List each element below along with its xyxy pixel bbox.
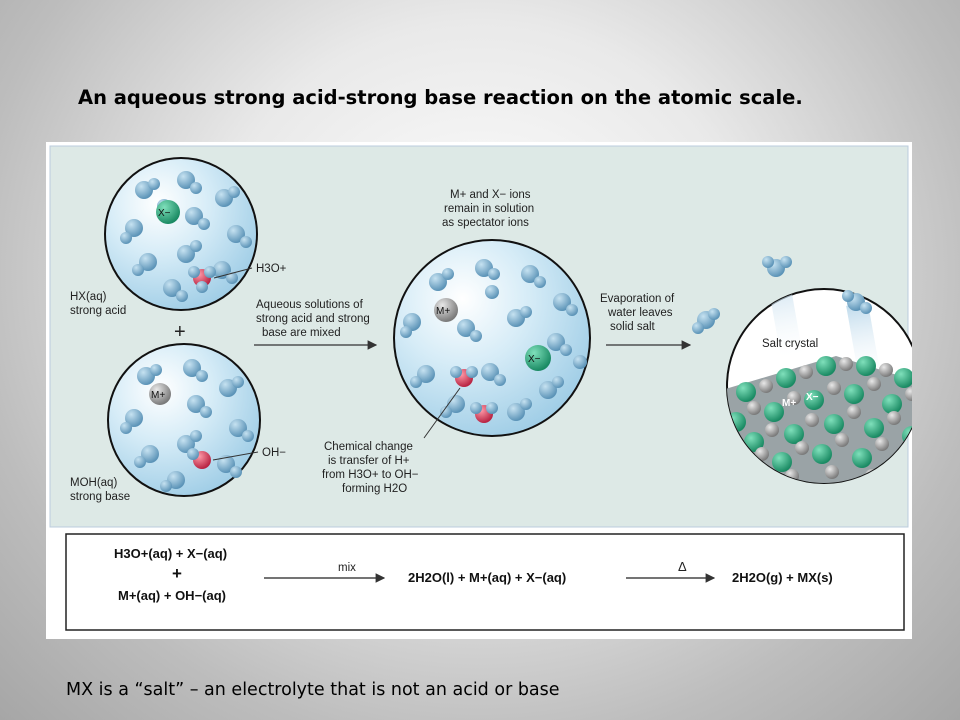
reaction-diagram: X− H3O+ HX(aq) strong acid + [49, 145, 912, 631]
acid-name: HX(aq) [70, 291, 107, 303]
base-solution-sphere: M+ [107, 343, 261, 497]
base-name: MOH(aq) [70, 477, 117, 489]
chemical-change-line-3: from H3O+ to OH− [322, 469, 419, 481]
hydronium-molecule [188, 266, 216, 293]
footnote: MX is a “salt” – an electrolyte that is … [66, 680, 560, 700]
base-cation-label: M+ [151, 390, 165, 401]
slide-title: An aqueous strong acid-strong base react… [78, 86, 803, 109]
salt-crystal-sphere [692, 256, 912, 484]
equation-plus: + [172, 564, 182, 583]
forming-water-molecule [450, 366, 498, 423]
equation-arrow-2-label: Δ [678, 559, 687, 574]
equation-reactant-2: M+(aq) + OH−(aq) [118, 588, 226, 603]
equation-middle: 2H2O(l) + M+(aq) + X−(aq) [408, 570, 566, 585]
acid-desc: strong acid [70, 305, 126, 317]
spectator-caption-line-3: as spectator ions [442, 217, 529, 229]
hydroxide-molecule [187, 448, 211, 469]
spectator-caption-line-2: remain in solution [444, 203, 534, 215]
hydroxide-label: OH− [262, 447, 286, 459]
reaction-figure: X− H3O+ HX(aq) strong acid + [46, 142, 912, 639]
equation-arrow-1-label: mix [338, 562, 356, 574]
reactant-plus-sign: + [174, 321, 186, 343]
crystal-cation-label: M+ [782, 398, 796, 409]
cation-m-sphere [149, 383, 171, 405]
acid-solution-sphere: X− [104, 157, 258, 311]
acid-anion-label: X− [158, 208, 171, 219]
mixed-anion-label: X− [528, 354, 541, 365]
evaporation-caption-line-3: solid salt [610, 321, 656, 333]
evaporation-caption-line-2: water leaves [607, 307, 673, 319]
chemical-change-line-4: forming H2O [342, 483, 407, 495]
mixed-solution-sphere: M+ X− [393, 239, 591, 439]
mixed-anion-sphere [525, 345, 551, 371]
mixing-caption-line-2: strong acid and strong [256, 313, 370, 325]
mixing-caption-line-1: Aqueous solutions of [256, 299, 364, 311]
mixed-cation-label: M+ [436, 306, 450, 317]
chemical-change-line-2: is transfer of H+ [328, 455, 410, 467]
equation-product: 2H2O(g) + MX(s) [732, 570, 833, 585]
salt-crystal-label: Salt crystal [762, 338, 818, 350]
crystal-anion-label: X− [806, 392, 819, 403]
mixing-caption-line-3: base are mixed [262, 327, 341, 339]
chemical-change-line-1: Chemical change [324, 441, 413, 453]
spectator-caption-line-1: M+ and X− ions [450, 189, 531, 201]
equation-reactant-1: H3O+(aq) + X−(aq) [114, 546, 227, 561]
evaporating-water-molecules [692, 256, 872, 334]
hydronium-label: H3O+ [256, 263, 287, 275]
mixed-cation-sphere [434, 298, 458, 322]
evaporation-caption-line-1: Evaporation of [600, 293, 675, 305]
equation-box: H3O+(aq) + X−(aq) + M+(aq) + OH−(aq) mix… [65, 533, 905, 631]
anion-x-sphere [156, 200, 180, 224]
base-desc: strong base [70, 491, 130, 503]
